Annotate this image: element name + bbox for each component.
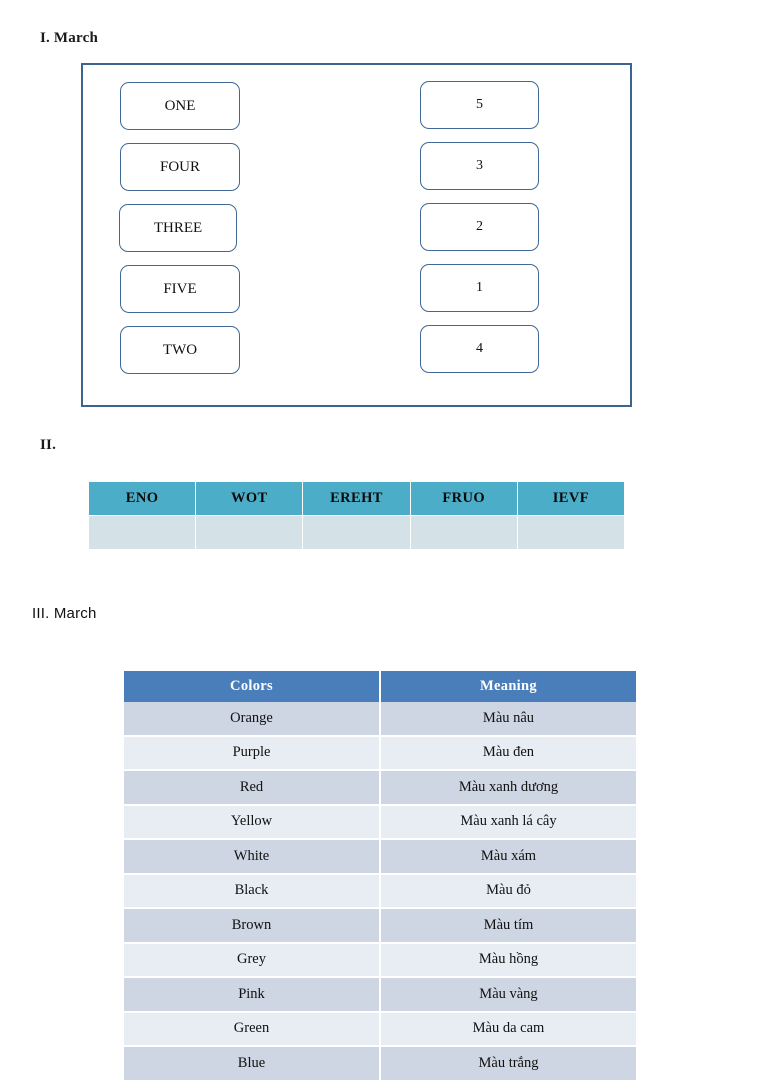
colors-header-cell-meaning: Meaning [380, 671, 636, 702]
color-meaning-cell[interactable]: Màu xám [380, 839, 636, 875]
anagram-answer-cell[interactable] [87, 515, 197, 550]
table-row: Yellow Màu xanh lá cây [124, 804, 636, 840]
anagram-header-cell: EREHT [302, 481, 411, 516]
match-word-option[interactable]: TWO [120, 326, 240, 374]
color-name-cell[interactable]: Green [124, 1011, 381, 1047]
color-meaning-cell[interactable]: Màu hồng [380, 942, 636, 978]
color-name-cell[interactable]: Pink [124, 977, 381, 1013]
section-two-heading: II. [40, 437, 57, 453]
anagram-header-cell: WOT [195, 481, 304, 516]
anagram-header-cell: FRUO [409, 481, 518, 516]
anagram-answer-cell[interactable] [516, 515, 626, 550]
match-number-option[interactable]: 2 [420, 203, 539, 251]
color-meaning-cell[interactable]: Màu đen [380, 735, 636, 771]
color-meaning-cell[interactable]: Màu trắng [380, 1046, 636, 1082]
color-meaning-cell[interactable]: Màu nâu [380, 702, 636, 737]
anagram-answer-row [87, 515, 626, 550]
table-row: Brown Màu tím [124, 908, 636, 944]
anagram-answer-cell[interactable] [409, 515, 518, 550]
color-meaning-cell[interactable]: Màu da cam [380, 1011, 636, 1047]
color-meaning-cell[interactable]: Màu xanh dương [380, 770, 636, 806]
color-name-cell[interactable]: Red [124, 770, 381, 806]
anagram-answer-cell[interactable] [195, 515, 304, 550]
color-name-cell[interactable]: Yellow [124, 804, 381, 840]
color-name-cell[interactable]: White [124, 839, 381, 875]
match-word-option[interactable]: FOUR [120, 143, 240, 191]
match-word-option[interactable]: THREE [119, 204, 237, 252]
table-row: Pink Màu vàng [124, 977, 636, 1013]
color-name-cell[interactable]: Purple [124, 735, 381, 771]
anagram-answer-cell[interactable] [302, 515, 411, 550]
colors-header-row: Colors Meaning [124, 671, 636, 702]
table-row: Red Màu xanh dương [124, 770, 636, 806]
match-number-option[interactable]: 3 [420, 142, 539, 190]
color-name-cell[interactable]: Brown [124, 908, 381, 944]
anagram-header-cell: IEVF [516, 481, 626, 516]
table-row: Black Màu đỏ [124, 873, 636, 909]
colors-header-cell-colors: Colors [124, 671, 381, 702]
match-number-option[interactable]: 1 [420, 264, 539, 312]
table-row: Blue Màu trắng [124, 1046, 636, 1082]
table-row: White Màu xám [124, 839, 636, 875]
table-row: Purple Màu đen [124, 735, 636, 771]
anagram-header-cell: ENO [87, 481, 197, 516]
anagram-table: ENO WOT EREHT FRUO IEVF [87, 481, 626, 550]
section-one-heading: I. March [40, 30, 98, 46]
match-number-option[interactable]: 5 [420, 81, 539, 129]
anagram-header-row: ENO WOT EREHT FRUO IEVF [87, 481, 626, 516]
match-number-option[interactable]: 4 [420, 325, 539, 373]
table-row: Grey Màu hồng [124, 942, 636, 978]
color-meaning-cell[interactable]: Màu tím [380, 908, 636, 944]
color-meaning-cell[interactable]: Màu vàng [380, 977, 636, 1013]
table-row: Green Màu da cam [124, 1011, 636, 1047]
match-words-column: ONE FOUR THREE FIVE TWO [119, 82, 240, 387]
section-three-heading: III. March [32, 605, 97, 622]
color-meaning-cell[interactable]: Màu xanh lá cây [380, 804, 636, 840]
color-name-cell[interactable]: Black [124, 873, 381, 909]
color-name-cell[interactable]: Grey [124, 942, 381, 978]
match-word-option[interactable]: ONE [120, 82, 240, 130]
table-row: Orange Màu nâu [124, 702, 636, 737]
color-meaning-cell[interactable]: Màu đỏ [380, 873, 636, 909]
color-name-cell[interactable]: Orange [124, 702, 381, 737]
match-word-option[interactable]: FIVE [120, 265, 240, 313]
matching-exercise-frame: ONE FOUR THREE FIVE TWO 5 3 2 1 4 [81, 63, 632, 407]
color-name-cell[interactable]: Blue [124, 1046, 381, 1082]
match-numbers-column: 5 3 2 1 4 [420, 81, 539, 386]
colors-meaning-table: Colors Meaning Orange Màu nâu Purple Màu… [124, 671, 636, 1082]
